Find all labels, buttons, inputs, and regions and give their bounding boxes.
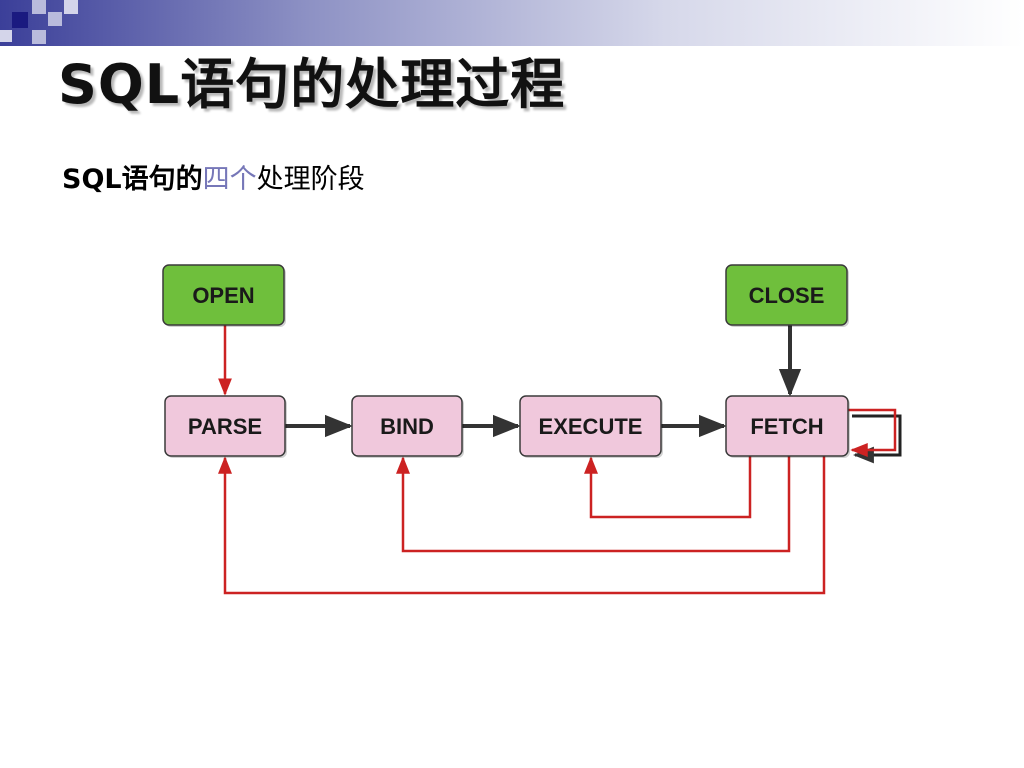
- edge-fetch-loop-shadow: [852, 414, 902, 464]
- node-execute: EXECUTE: [519, 395, 663, 458]
- title-bar-gradient: [0, 0, 1024, 46]
- node-box: [351, 395, 463, 457]
- node-box: [725, 264, 848, 326]
- slide-title: SQL语句的处理过程: [58, 53, 566, 116]
- node-label: OPEN: [192, 283, 254, 308]
- node-label: CLOSE: [749, 283, 825, 308]
- node-box: [164, 395, 286, 457]
- node-box: [519, 395, 662, 457]
- node-close: CLOSE: [725, 264, 849, 327]
- edge-fetch-to-execute: [584, 456, 752, 519]
- node-open: OPEN: [162, 264, 286, 327]
- subtitle-prefix: SQL语句的: [62, 164, 203, 195]
- node-box: [162, 264, 285, 326]
- node-box: [725, 395, 849, 457]
- subtitle-suffix: 处理阶段: [256, 164, 365, 195]
- node-label: FETCH: [750, 414, 823, 439]
- node-fetch: FETCH: [725, 395, 850, 458]
- node-parse: PARSE: [164, 395, 287, 458]
- edge-fetch-to-parse: [218, 456, 826, 595]
- edge-fetch-to-bind: [396, 456, 791, 553]
- slide-subtitle: SQL语句的四个处理阶段: [62, 157, 365, 196]
- node-label: BIND: [380, 414, 434, 439]
- node-bind: BIND: [351, 395, 464, 458]
- subtitle-highlight: 四个: [202, 164, 257, 195]
- node-label: EXECUTE: [539, 414, 643, 439]
- edge-fetch-to-fetch: [848, 408, 897, 457]
- node-label: PARSE: [188, 414, 262, 439]
